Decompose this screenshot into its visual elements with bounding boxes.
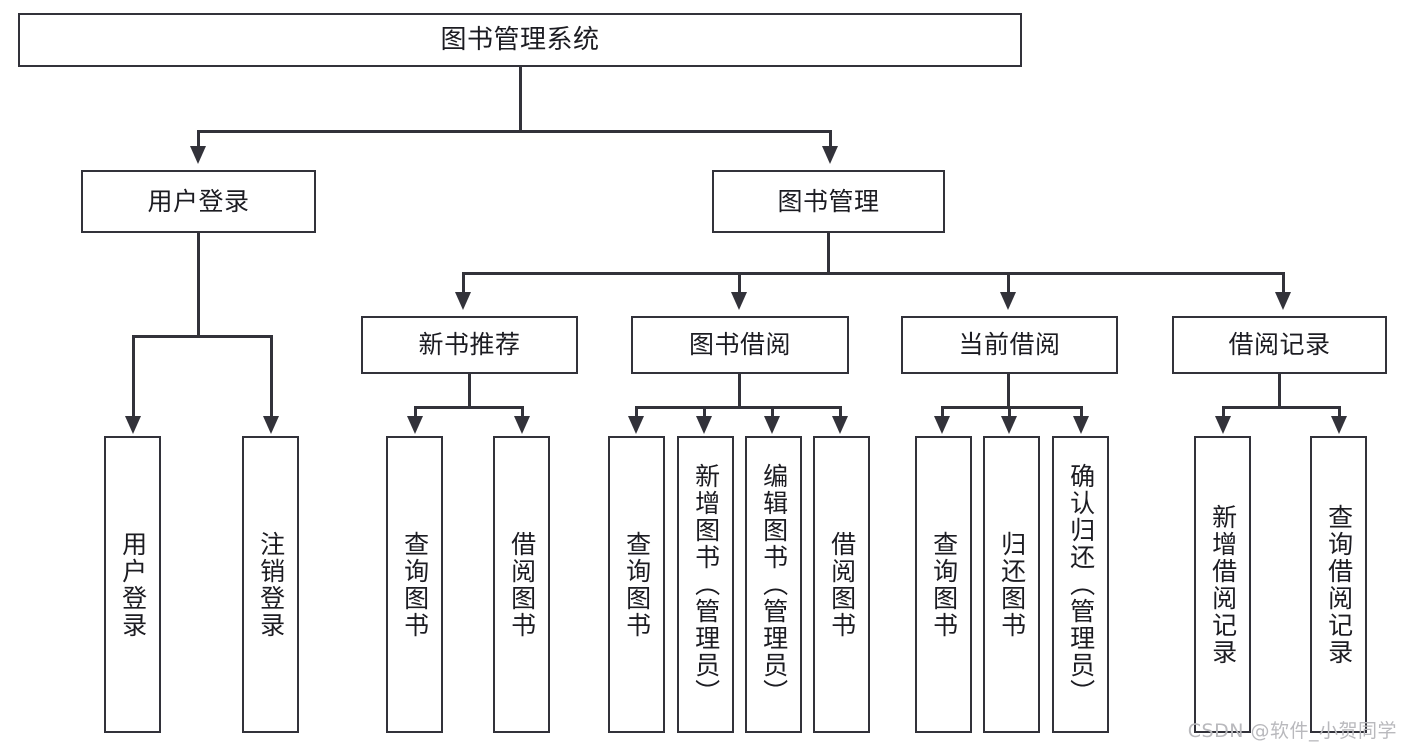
arrow-leaf-query-book-2 <box>628 416 644 434</box>
node-user-login[interactable]: 用户登录 <box>81 170 316 233</box>
node-label: 借阅图书 <box>507 530 537 639</box>
node-book-borrow[interactable]: 图书借阅 <box>631 316 849 374</box>
connector-to-book-borrow <box>738 272 741 294</box>
arrow-to-book-management <box>822 146 838 164</box>
connector-user-login-left <box>132 335 135 418</box>
arrow-leaf-query-record <box>1331 416 1347 434</box>
node-label: 新增图书（管理员） <box>691 463 721 706</box>
node-label: 查询借阅记录 <box>1324 503 1354 666</box>
node-label: 查询图书 <box>400 530 430 639</box>
node-leaf-query-book-3[interactable]: 查询图书 <box>915 436 972 733</box>
connector-new-book-bus <box>414 406 524 409</box>
node-label: 查询图书 <box>622 530 652 639</box>
connector-root-bus <box>197 130 832 133</box>
connector-borrow-record-bus <box>1222 406 1341 409</box>
node-label: 借阅记录 <box>1228 330 1331 360</box>
arrow-leaf-add-book <box>696 416 712 434</box>
arrow-to-current-borrow <box>1000 292 1016 310</box>
connector-current-borrow-2 <box>1008 406 1011 418</box>
node-label: 图书借阅 <box>688 330 791 360</box>
node-root-system[interactable]: 图书管理系统 <box>18 13 1022 67</box>
node-label: 借阅图书 <box>827 530 857 639</box>
connector-new-book-right <box>521 406 524 418</box>
node-label: 图书管理系统 <box>440 24 600 55</box>
node-leaf-edit-book[interactable]: 编辑图书（管理员） <box>745 436 802 733</box>
node-leaf-return-book[interactable]: 归还图书 <box>983 436 1040 733</box>
connector-level3-bus <box>462 272 1285 275</box>
connector-current-borrow-1 <box>941 406 944 418</box>
node-borrow-record[interactable]: 借阅记录 <box>1172 316 1387 374</box>
connector-borrow-record-right <box>1338 406 1341 418</box>
arrow-leaf-return-book <box>1001 416 1017 434</box>
arrow-leaf-query-book-3 <box>934 416 950 434</box>
node-label: 查询图书 <box>929 530 959 639</box>
node-label: 归还图书 <box>997 530 1027 639</box>
node-label: 图书管理 <box>777 186 880 216</box>
node-leaf-user-login[interactable]: 用户登录 <box>104 436 161 733</box>
arrow-leaf-query-book-1 <box>407 416 423 434</box>
node-leaf-borrow-book-2[interactable]: 借阅图书 <box>813 436 870 733</box>
connector-current-borrow-drop <box>1007 374 1010 406</box>
node-leaf-borrow-book-1[interactable]: 借阅图书 <box>493 436 550 733</box>
node-leaf-confirm-return[interactable]: 确认归还（管理员） <box>1052 436 1109 733</box>
node-label: 新书推荐 <box>418 330 521 360</box>
connector-to-user-login <box>197 130 200 148</box>
node-label: 用户登录 <box>118 530 148 639</box>
node-book-management[interactable]: 图书管理 <box>712 170 945 233</box>
connector-user-login-bus <box>132 335 273 338</box>
arrow-to-book-borrow <box>731 292 747 310</box>
arrow-leaf-edit-book <box>764 416 780 434</box>
connector-book-borrow-4 <box>839 406 842 418</box>
node-leaf-query-record[interactable]: 查询借阅记录 <box>1310 436 1367 733</box>
arrow-leaf-confirm-return <box>1073 416 1089 434</box>
connector-to-book-management <box>829 130 832 148</box>
arrow-to-user-login <box>190 146 206 164</box>
node-label: 编辑图书（管理员） <box>759 463 789 706</box>
arrow-leaf-add-record <box>1215 416 1231 434</box>
node-new-book-recommend[interactable]: 新书推荐 <box>361 316 578 374</box>
connector-book-borrow-bus <box>635 406 842 409</box>
arrow-leaf-user-login <box>125 416 141 434</box>
connector-to-borrow-record <box>1282 272 1285 294</box>
arrow-leaf-borrow-book-2 <box>832 416 848 434</box>
node-leaf-query-book-1[interactable]: 查询图书 <box>386 436 443 733</box>
connector-current-borrow-bus <box>941 406 1083 409</box>
watermark-text: CSDN @软件_小贺同学 <box>1187 720 1397 742</box>
node-label: 当前借阅 <box>958 330 1061 360</box>
node-leaf-logout[interactable]: 注销登录 <box>242 436 299 733</box>
connector-book-management-drop <box>827 233 830 272</box>
node-label: 用户登录 <box>147 186 250 216</box>
node-current-borrow[interactable]: 当前借阅 <box>901 316 1118 374</box>
connector-to-new-book <box>462 272 465 294</box>
node-label: 新增借阅记录 <box>1208 503 1238 666</box>
connector-current-borrow-3 <box>1080 406 1083 418</box>
node-leaf-add-book[interactable]: 新增图书（管理员） <box>677 436 734 733</box>
connector-to-current-borrow <box>1007 272 1010 294</box>
arrow-leaf-logout <box>263 416 279 434</box>
arrow-to-borrow-record <box>1275 292 1291 310</box>
connector-borrow-record-drop <box>1278 374 1281 406</box>
connector-book-borrow-drop <box>738 374 741 406</box>
connector-borrow-record-left <box>1222 406 1225 418</box>
connector-new-book-left <box>414 406 417 418</box>
connector-book-borrow-3 <box>771 406 774 418</box>
node-leaf-add-record[interactable]: 新增借阅记录 <box>1194 436 1251 733</box>
node-label: 注销登录 <box>256 530 286 639</box>
connector-book-borrow-1 <box>635 406 638 418</box>
arrow-leaf-borrow-book-1 <box>514 416 530 434</box>
node-leaf-query-book-2[interactable]: 查询图书 <box>608 436 665 733</box>
connector-user-login-right <box>270 335 273 418</box>
arrow-to-new-book-recommend <box>455 292 471 310</box>
connector-user-login-drop <box>197 233 200 335</box>
connector-book-borrow-2 <box>703 406 706 418</box>
node-label: 确认归还（管理员） <box>1066 463 1096 706</box>
connector-new-book-drop <box>468 374 471 406</box>
connector-root-drop <box>519 67 522 130</box>
